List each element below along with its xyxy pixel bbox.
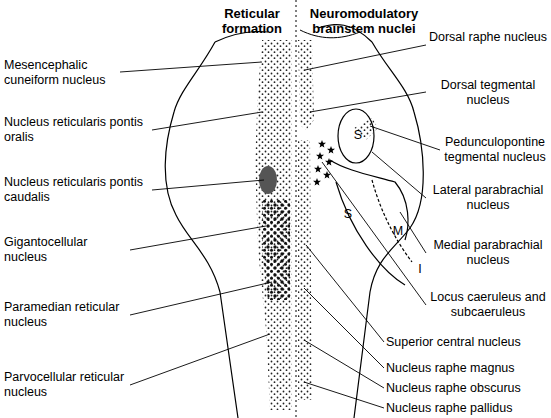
subdivision-letter: S <box>351 128 365 143</box>
structure-label: Gigantocellular nucleus <box>4 235 129 265</box>
structure-label: Dorsal raphe nucleus <box>428 30 548 45</box>
subdivision-letter: I <box>413 262 427 277</box>
structure-label: Pedunculopontine tegmental nucleus <box>440 135 550 165</box>
structure-label: Dorsal tegmental nucleus <box>428 78 548 108</box>
structure-label: Superior central nucleus <box>386 335 551 350</box>
structure-label: Parvocellular reticular nucleus <box>4 370 129 400</box>
reticular-stipple <box>255 40 292 410</box>
structure-label: Lateral parabrachial nucleus <box>428 183 548 213</box>
structure-label: Locus caeruleus and subcaeruleus <box>428 290 548 320</box>
structure-label: Nucleus raphe obscurus <box>386 381 551 396</box>
column-heading: Neuromodulatory brainstem nuclei <box>300 6 428 36</box>
brainstem-outline <box>165 25 423 418</box>
structure-label: Medial parabrachial nucleus <box>428 238 548 268</box>
structure-label: Nucleus reticularis pontis oralis <box>4 115 154 145</box>
raphe-stipple <box>298 40 378 400</box>
locus-caeruleus-stars <box>313 140 335 186</box>
midline <box>296 0 297 418</box>
structure-label: Nucleus reticularis pontis caudalis <box>4 175 154 205</box>
structure-label: Nucleus raphe magnus <box>386 361 551 376</box>
subdivision-letter: S <box>341 207 355 222</box>
structure-label: Mesencephalic cuneiform nucleus <box>4 58 122 88</box>
structure-label: Paramedian reticular nucleus <box>4 300 129 330</box>
column-heading: Reticular formation <box>212 6 292 36</box>
structure-label: Nucleus raphe pallidus <box>386 401 551 416</box>
subdivision-letter: M <box>391 224 405 239</box>
leader-lines <box>120 45 440 408</box>
